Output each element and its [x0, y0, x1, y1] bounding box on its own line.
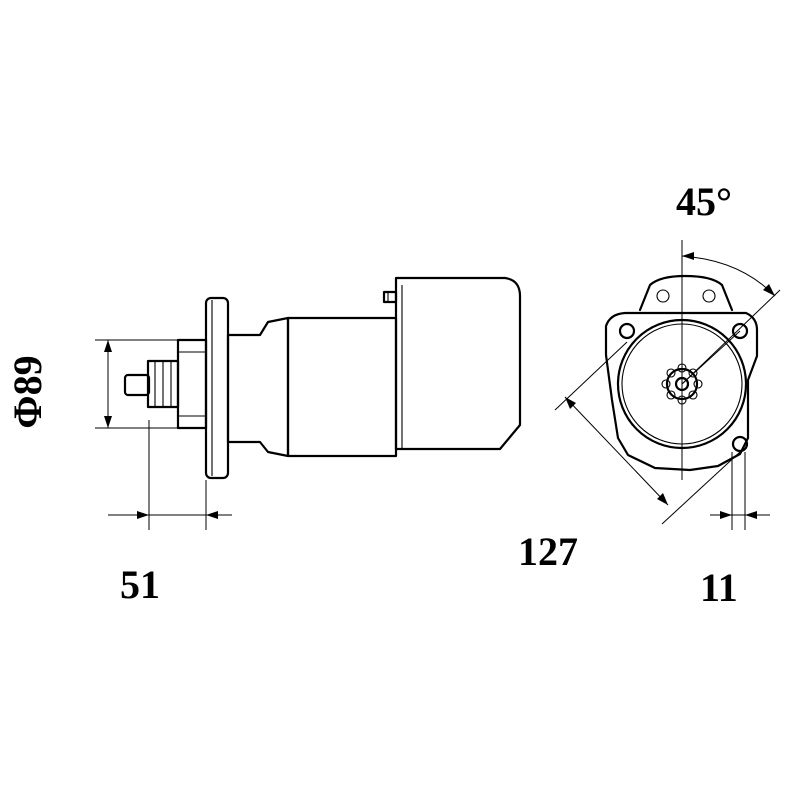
drive-housing [226, 316, 290, 458]
pinion-length-label: 51 [120, 562, 160, 607]
bolt-hole [731, 322, 749, 340]
mounting-flange [204, 296, 230, 480]
motor-body [286, 316, 398, 458]
pinion-length-dimension [108, 420, 232, 530]
bolt-hole [731, 435, 749, 453]
shaft-stub [123, 373, 151, 397]
offset-dimension [710, 452, 770, 530]
angle-dimension [681, 252, 776, 297]
solenoid [394, 276, 522, 451]
terminal-stud [382, 290, 398, 304]
top-mounting-tab [638, 274, 734, 312]
diameter-dimension [95, 339, 185, 429]
nose-collar [176, 338, 208, 430]
front-view [604, 240, 781, 480]
offset-label: 11 [700, 565, 738, 610]
side-view [123, 276, 522, 480]
diameter-label: Φ89 [5, 355, 50, 429]
bolt-circle-label: 127 [518, 529, 578, 574]
angle-label: 45° [676, 179, 732, 224]
bolt-hole [618, 322, 636, 340]
front-flange [604, 311, 759, 472]
bolt-circle-dimension [554, 341, 741, 525]
